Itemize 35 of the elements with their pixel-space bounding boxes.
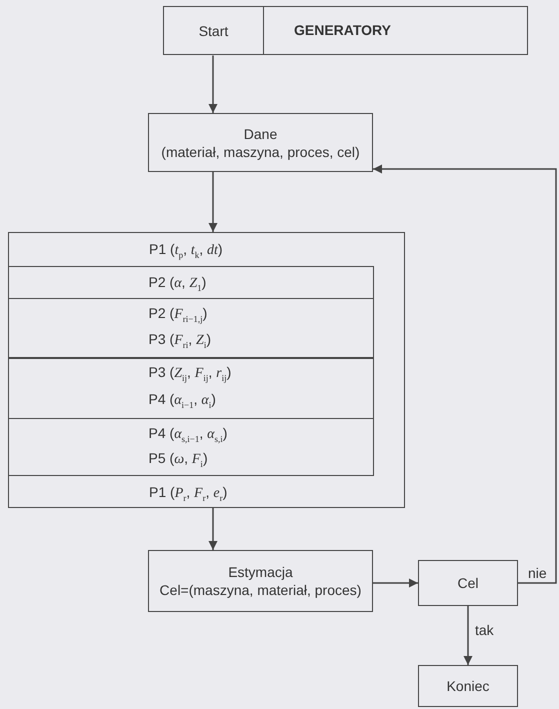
node-text: P2 (F$_{ri−1,j}$) bbox=[148, 304, 208, 326]
process-box bbox=[8, 266, 374, 299]
arrow bbox=[208, 172, 218, 232]
node-text: P4 (α$_{s,i−1}$, α$_{s,i}$) bbox=[148, 424, 228, 446]
node-text: Estymacja bbox=[228, 563, 293, 581]
edge-label: nie bbox=[527, 565, 548, 581]
node-text: Dane bbox=[244, 124, 278, 142]
node-text: (materiał, maszyna, proces, cel) bbox=[161, 142, 360, 160]
process-box bbox=[148, 550, 373, 612]
node-text: GENERATORY bbox=[294, 21, 391, 39]
node-text: P1 (t$_{p}$, t$_{k}$, dt) bbox=[149, 240, 223, 262]
node-text: P5 (ω, F$_{i}$) bbox=[148, 448, 208, 470]
node-text: Cel=(maszyna, materiał, proces) bbox=[160, 581, 362, 599]
process-box bbox=[8, 232, 405, 508]
arrow bbox=[208, 508, 218, 550]
node-text: Koniec bbox=[446, 677, 490, 695]
node-text: Cel bbox=[457, 574, 478, 592]
process-box bbox=[148, 113, 373, 172]
arrow bbox=[373, 578, 418, 588]
node-text: P4 (α$_{i−1}$, α$_{i}$) bbox=[148, 390, 216, 412]
arrow bbox=[373, 164, 557, 584]
process-box bbox=[8, 357, 374, 419]
edge-label: tak bbox=[474, 622, 495, 638]
group-box bbox=[163, 6, 528, 55]
arrow bbox=[464, 606, 472, 665]
process-box bbox=[8, 418, 374, 476]
end-box bbox=[418, 665, 518, 707]
process-box bbox=[8, 298, 374, 358]
decision-box bbox=[418, 560, 518, 606]
node-text: P1 (P$_{r}$, F$_{r}$, e$_{r}$) bbox=[149, 483, 228, 505]
node-text: P3 (F$_{ri}$, Z$_{i}$) bbox=[148, 330, 212, 352]
node-text: Start bbox=[198, 22, 228, 40]
node-text: P2 (α, Z$_{1}$) bbox=[148, 273, 206, 295]
node-text: P3 (Z$_{ij}$, F$_{ij}$, r$_{ij}$) bbox=[148, 363, 232, 385]
arrow bbox=[208, 56, 218, 113]
